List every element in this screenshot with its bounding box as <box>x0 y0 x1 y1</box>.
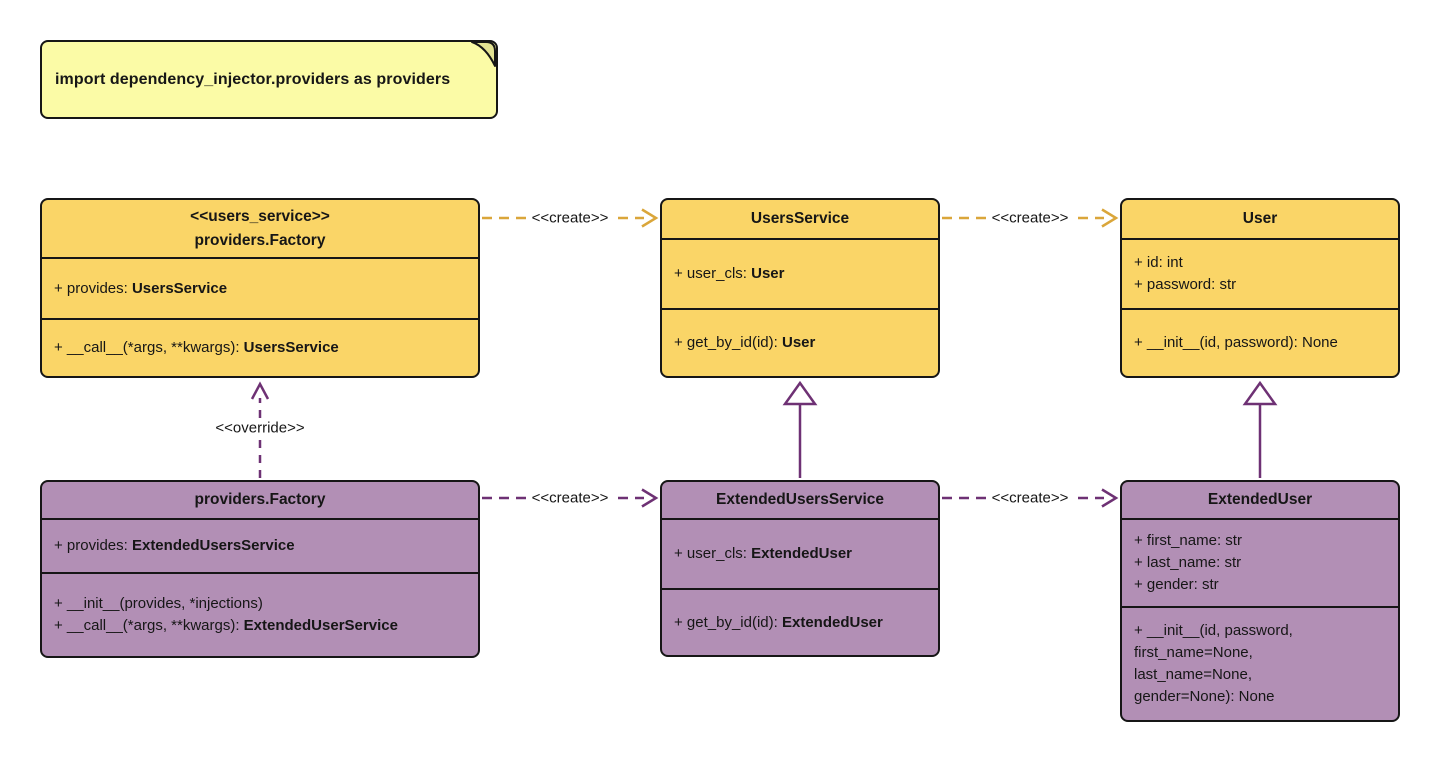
class-member: + get_by_id(id): ExtendedUser <box>674 613 883 631</box>
class-member: + id: int <box>1134 254 1183 271</box>
class-box-user: User + id: int + password: str + __init_… <box>1120 198 1400 378</box>
class-attributes: + id: int + password: str <box>1122 240 1398 310</box>
class-member: + __init__(id, password, <box>1134 622 1293 639</box>
class-stereotype: <<users_service>> <box>190 207 330 225</box>
note: import dependency_injector.providers as … <box>40 40 498 119</box>
class-box-factory-users-service: <<users_service>> providers.Factory + pr… <box>40 198 480 378</box>
inheritance-triangle-icon <box>782 380 818 406</box>
create-edge-label: <<create>> <box>526 209 614 227</box>
class-name: User <box>1242 210 1278 227</box>
class-member: + __init__(provides, *injections) <box>54 595 263 612</box>
class-box-extended-users-service: ExtendedUsersService + user_cls: Extende… <box>660 480 940 657</box>
class-box-factory-extended: providers.Factory + provides: ExtendedUs… <box>40 480 480 658</box>
class-methods: + __init__(id, password): None <box>1122 310 1398 376</box>
class-member: + user_cls: User <box>674 265 785 282</box>
class-name: providers.Factory <box>194 231 326 249</box>
class-member: + gender: str <box>1134 576 1219 593</box>
override-arrowhead-icon <box>250 381 270 400</box>
class-name: providers.Factory <box>194 491 326 508</box>
class-member: + provides: ExtendedUsersService <box>54 537 295 554</box>
class-header: UsersService <box>662 200 938 240</box>
class-box-users-service: UsersService + user_cls: User + get_by_i… <box>660 198 940 378</box>
class-header: <<users_service>> providers.Factory <box>42 200 478 259</box>
class-box-extended-user: ExtendedUser + first_name: str + last_na… <box>1120 480 1400 722</box>
create-arrowhead-icon <box>1101 208 1119 228</box>
create-edge-label: <<create>> <box>526 489 614 507</box>
class-member: gender=None): None <box>1134 688 1275 705</box>
class-member: first_name=None, <box>1134 644 1253 661</box>
class-methods: + get_by_id(id): ExtendedUser <box>662 590 938 655</box>
class-name: UsersService <box>750 210 850 227</box>
inheritance-triangle-icon <box>1242 380 1278 406</box>
class-member: + last_name: str <box>1134 554 1242 571</box>
class-member: + password: str <box>1134 276 1237 293</box>
class-member: + __init__(id, password): None <box>1134 334 1338 351</box>
class-attributes: + provides: UsersService <box>42 259 478 320</box>
class-header: providers.Factory <box>42 482 478 520</box>
create-arrowhead-icon <box>641 488 659 508</box>
create-arrowhead-icon <box>641 208 659 228</box>
class-member: + first_name: str <box>1134 532 1242 549</box>
create-edge-label: <<create>> <box>986 209 1074 227</box>
class-methods: + __call__(*args, **kwargs): UsersServic… <box>42 320 478 376</box>
class-name: ExtendedUser <box>1207 491 1313 508</box>
class-member: + provides: UsersService <box>54 279 228 297</box>
class-member: + __call__(*args, **kwargs): ExtendedUse… <box>54 617 398 634</box>
class-methods: + get_by_id(id): User <box>662 310 938 376</box>
class-member: + __call__(*args, **kwargs): UsersServic… <box>54 339 339 356</box>
class-attributes: + provides: ExtendedUsersService <box>42 520 478 574</box>
class-member: last_name=None, <box>1134 666 1252 683</box>
note-text: import dependency_injector.providers as … <box>55 70 451 88</box>
create-edge-label: <<create>> <box>986 489 1074 507</box>
class-attributes: + user_cls: ExtendedUser <box>662 520 938 590</box>
class-name: ExtendedUsersService <box>715 491 884 508</box>
class-header: ExtendedUsersService <box>662 482 938 520</box>
class-member: + get_by_id(id): User <box>674 334 816 351</box>
class-attributes: + first_name: str + last_name: str + gen… <box>1122 520 1398 608</box>
create-arrowhead-icon <box>1101 488 1119 508</box>
class-header: ExtendedUser <box>1122 482 1398 520</box>
override-edge-label: <<override>> <box>210 419 310 437</box>
class-attributes: + user_cls: User <box>662 240 938 310</box>
class-methods: + __init__(provides, *injections) + __ca… <box>42 574 478 656</box>
class-methods: + __init__(id, password, first_name=None… <box>1122 608 1398 720</box>
class-member: + user_cls: ExtendedUser <box>674 545 852 562</box>
note-fold-icon <box>471 41 496 67</box>
class-header: User <box>1122 200 1398 240</box>
